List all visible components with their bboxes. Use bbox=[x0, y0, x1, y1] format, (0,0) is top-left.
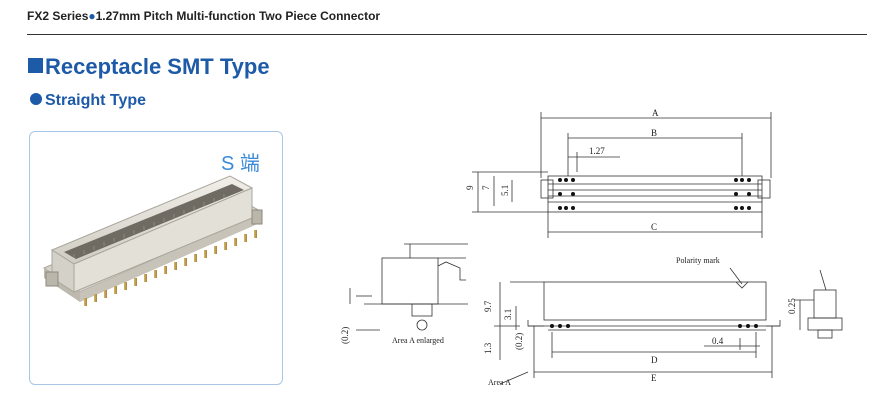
dim-c-label: C bbox=[651, 222, 657, 232]
dim-d-label: D bbox=[651, 355, 658, 365]
pitch-label: 1.27 bbox=[589, 146, 605, 156]
dim-0-4-label: 0.4 bbox=[712, 336, 724, 346]
area-a-enlarged-caption: Area A enlarged bbox=[392, 336, 444, 345]
dim-e-label: E bbox=[651, 373, 657, 383]
dim-a-label: A bbox=[652, 108, 659, 118]
area-a-label: Area A bbox=[488, 378, 511, 387]
header-divider bbox=[27, 34, 867, 35]
square-bullet-icon bbox=[28, 58, 43, 73]
subsection-title: Straight Type bbox=[30, 92, 146, 110]
side-gap-label: (0.2) bbox=[340, 327, 350, 344]
subsection-title-text: Straight Type bbox=[45, 92, 147, 109]
front-gap-label: (0.2) bbox=[514, 333, 524, 350]
series-header: FX2 Series●1.27mm Pitch Multi-function T… bbox=[27, 9, 380, 23]
dim-3-1-label: 3.1 bbox=[503, 309, 513, 320]
dim-7-label: 7 bbox=[481, 185, 491, 190]
dim-9-label: 9 bbox=[465, 185, 475, 190]
dim-b-label: B bbox=[651, 128, 657, 138]
dim-0-25-label: 0.25 bbox=[787, 298, 797, 314]
section-title-text: Receptacle SMT Type bbox=[45, 54, 270, 79]
dim-9-7-label: 9.7 bbox=[483, 300, 493, 312]
bullet-icon: ● bbox=[88, 9, 96, 23]
round-bullet-icon bbox=[30, 93, 42, 105]
product-tag: S 端 bbox=[221, 153, 260, 175]
polarity-mark-label: Polarity mark bbox=[676, 256, 720, 265]
product-photo-frame bbox=[29, 131, 283, 385]
series-subtitle: 1.27mm Pitch Multi-function Two Piece Co… bbox=[95, 9, 381, 23]
dim-5-1-label: 5.1 bbox=[500, 185, 510, 196]
section-title: Receptacle SMT Type bbox=[28, 54, 270, 80]
series-name: FX2 Series bbox=[27, 9, 89, 23]
connector-photo bbox=[42, 175, 264, 306]
dim-1-3-label: 1.3 bbox=[483, 342, 493, 354]
